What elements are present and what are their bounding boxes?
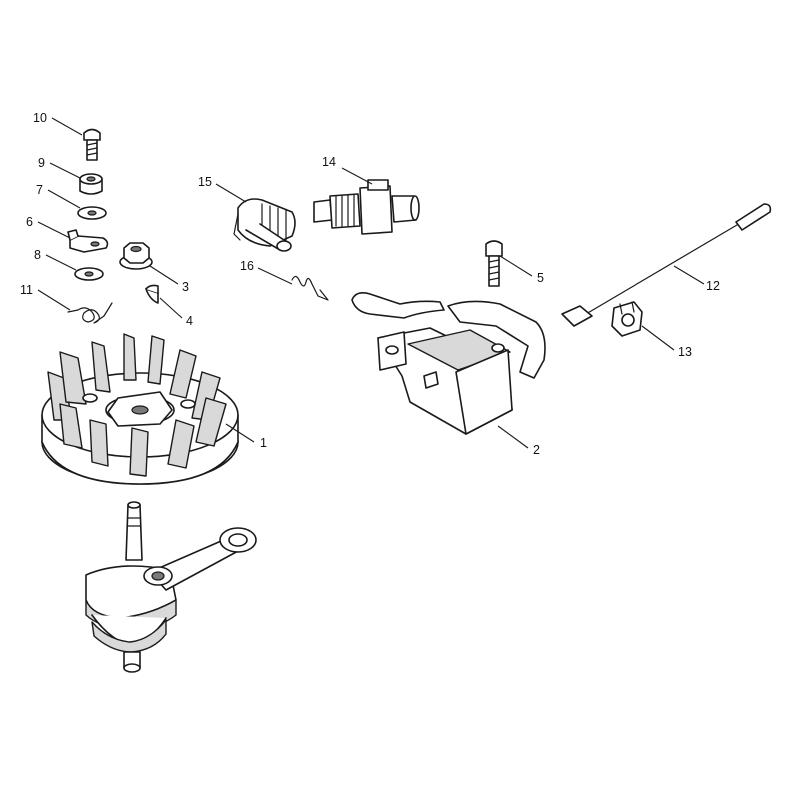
- part-3-flange-nut: [119, 242, 153, 270]
- leader-5: [499, 255, 533, 277]
- callout-15: 15: [198, 175, 212, 189]
- callout-16: 16: [240, 259, 254, 273]
- callout-12: 12: [706, 279, 720, 293]
- callout-1: 1: [260, 436, 267, 450]
- part-9-spacer: [79, 173, 103, 195]
- callout-2: 2: [533, 443, 540, 457]
- callout-4: 4: [186, 314, 193, 328]
- part-5-bolt: [485, 240, 503, 287]
- crankshaft: [85, 501, 257, 673]
- part-4-key: [145, 284, 159, 304]
- leader-6: [37, 221, 71, 239]
- callout-14: 14: [322, 155, 336, 169]
- part-7-washer: [77, 206, 107, 220]
- callout-7: 7: [36, 183, 43, 197]
- leader-13: [641, 325, 675, 351]
- leader-12: [673, 265, 705, 285]
- callout-10: 10: [33, 111, 47, 125]
- callout-labels: 10 9 7 6 8 11 3 4 1 15 14 16 5 12 13 2: [20, 111, 720, 457]
- callout-3: 3: [182, 280, 189, 294]
- callout-11: 11: [20, 283, 33, 297]
- part-1-flywheel: [41, 333, 239, 485]
- part-6-lock-plate: [67, 229, 109, 253]
- leader-15: [215, 183, 247, 203]
- leader-7: [47, 189, 81, 209]
- part-10-screw: [83, 128, 101, 161]
- part-16-spring: [291, 275, 329, 301]
- leader-9: [49, 162, 81, 179]
- callout-8: 8: [34, 248, 41, 262]
- leader-lines: [37, 117, 705, 449]
- part-14-spark-plug: [313, 179, 420, 235]
- leader-1: [225, 423, 255, 443]
- part-12-lead-wire: [561, 203, 772, 327]
- callout-9: 9: [38, 156, 45, 170]
- leader-4: [159, 297, 183, 319]
- part-13-grommet: [611, 301, 643, 337]
- leader-3: [149, 265, 179, 285]
- leader-10: [51, 117, 83, 136]
- callout-6: 6: [26, 215, 33, 229]
- leader-2: [497, 425, 529, 449]
- leader-8: [45, 254, 77, 271]
- leader-16: [257, 267, 293, 285]
- leader-14: [341, 167, 373, 185]
- leader-11: [37, 289, 71, 311]
- part-15-plug-cap: [233, 198, 296, 252]
- callout-5: 5: [537, 271, 544, 285]
- part-8-washer: [74, 267, 104, 281]
- part-2-ignition-coil: [351, 292, 546, 435]
- part-11-spring: [67, 302, 113, 324]
- callout-13: 13: [678, 345, 692, 359]
